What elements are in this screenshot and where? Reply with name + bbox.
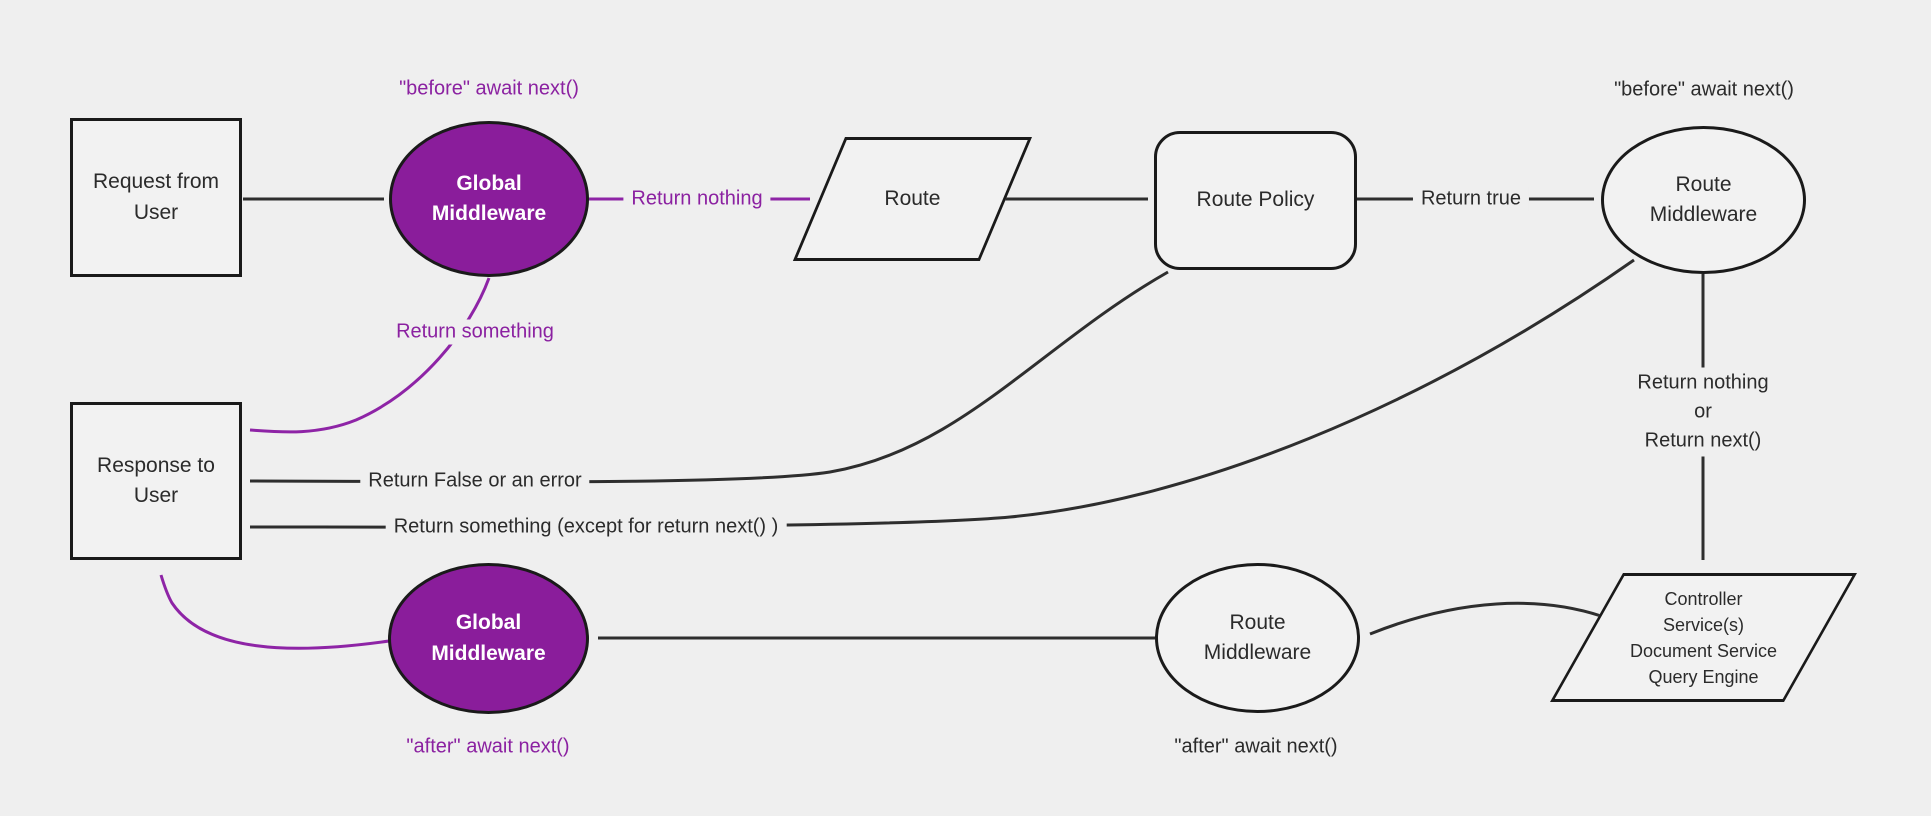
label-return-something-except: Return something (except for return next… bbox=[385, 514, 787, 540]
label-before-await-next-route: "before" await next() bbox=[1614, 78, 1794, 101]
label-before-await-next-global: "before" await next() bbox=[399, 77, 579, 100]
node-route-policy: Route Policy bbox=[1154, 131, 1357, 270]
edge-controller-to-route-middleware-bottom bbox=[1369, 601, 1602, 636]
node-global-middleware-top-label: Global Middleware bbox=[431, 171, 547, 225]
label-return-nothing-or-next: Return nothing or Return next() bbox=[1629, 367, 1777, 457]
node-controller-stack: Controller Service(s) Document Service Q… bbox=[1550, 573, 1857, 702]
node-global-middleware-top: Global Middleware bbox=[389, 121, 589, 277]
node-controller-stack-label: Controller Service(s) Document Service Q… bbox=[1629, 588, 1778, 687]
label-after-await-next-global: "after" await next() bbox=[406, 735, 570, 758]
node-route-middleware-top-label: Route Middleware bbox=[1649, 172, 1758, 226]
label-after-await-next-route: "after" await next() bbox=[1174, 735, 1338, 758]
node-request-from-user-label: Request from User bbox=[92, 170, 220, 224]
edge-route-policy-return-false-to-response bbox=[249, 270, 1169, 484]
node-global-middleware-bottom: Global Middleware bbox=[388, 563, 589, 714]
label-return-true: Return true bbox=[1412, 186, 1530, 212]
label-return-false-or-error: Return False or an error bbox=[360, 468, 590, 494]
node-global-middleware-bottom-label: Global Middleware bbox=[431, 611, 546, 665]
node-route-policy-label: Route Policy bbox=[1196, 188, 1315, 212]
node-route-label: Route bbox=[884, 186, 941, 210]
label-return-something: Return something bbox=[388, 319, 562, 345]
edge-global-middleware-return-something-to-response bbox=[249, 277, 491, 434]
edge-global-middleware-bottom-to-response bbox=[159, 574, 390, 650]
node-response-to-user-label: Response to User bbox=[97, 453, 215, 507]
node-route: Route bbox=[792, 137, 1032, 261]
node-request-from-user: Request from User bbox=[70, 118, 242, 277]
label-return-nothing: Return nothing bbox=[623, 186, 771, 212]
node-route-middleware-bottom-label: Route Middleware bbox=[1203, 610, 1312, 664]
node-response-to-user: Response to User bbox=[70, 402, 242, 560]
node-route-middleware-top: Route Middleware bbox=[1601, 126, 1806, 274]
node-route-middleware-bottom: Route Middleware bbox=[1155, 563, 1360, 713]
